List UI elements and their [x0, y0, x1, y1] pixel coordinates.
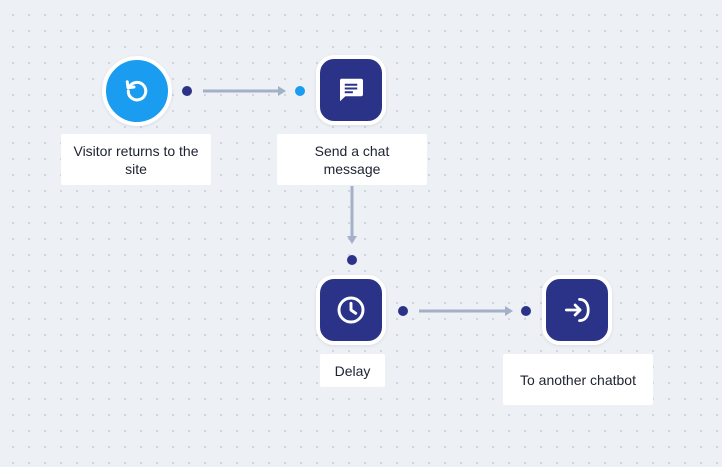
node-another-chatbot[interactable]: [542, 275, 612, 345]
chat-message-icon: [339, 78, 363, 102]
node-visitor-returns[interactable]: [102, 56, 172, 126]
refresh-icon: [125, 80, 148, 102]
input-port-send-chat[interactable]: [295, 86, 305, 96]
node-label-send-chat: Send a chat message: [277, 134, 427, 185]
node-delay[interactable]: [316, 275, 386, 345]
input-port-another-chatbot[interactable]: [521, 306, 531, 316]
clock-icon: [337, 296, 365, 324]
input-port-delay[interactable]: [347, 255, 357, 265]
enter-arrow-icon: [565, 298, 590, 322]
node-label-another-chatbot: To another chatbot: [503, 354, 653, 405]
node-label-delay: Delay: [320, 354, 385, 387]
output-port-delay[interactable]: [398, 306, 408, 316]
node-send-chat[interactable]: [316, 55, 386, 125]
node-label-visitor-returns: Visitor returns to the site: [61, 134, 211, 185]
output-port-visitor-returns[interactable]: [182, 86, 192, 96]
